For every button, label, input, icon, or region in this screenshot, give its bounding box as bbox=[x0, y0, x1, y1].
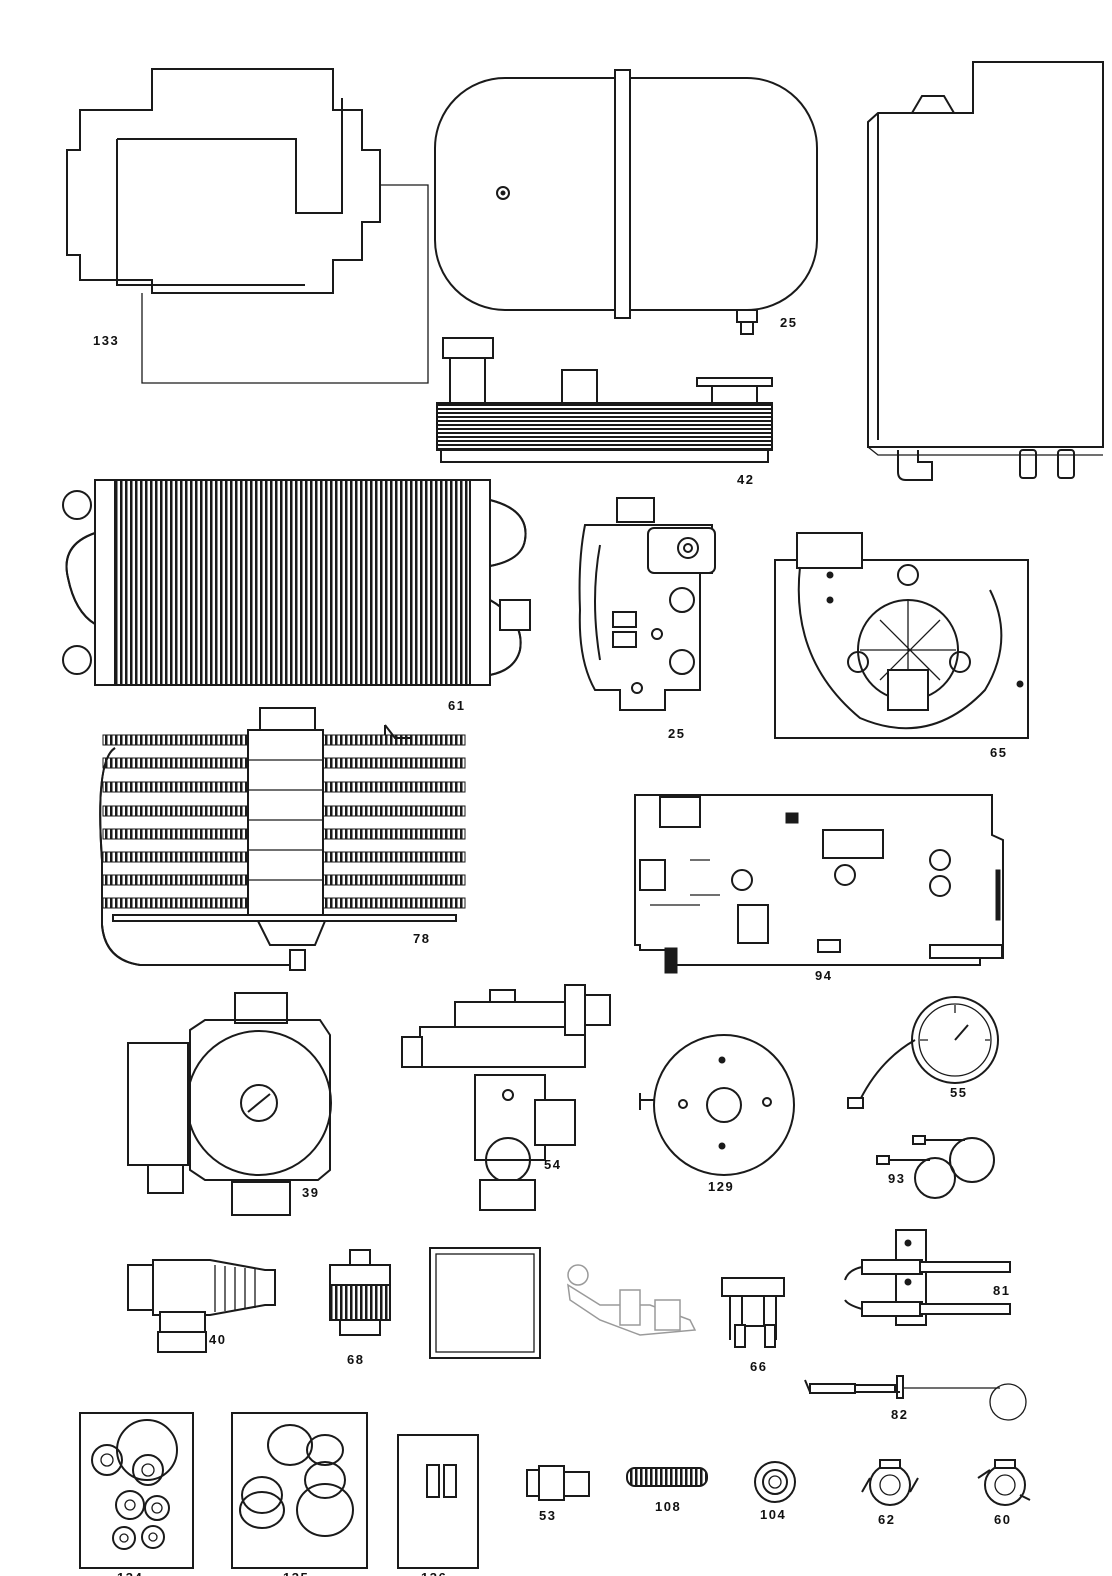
thermostat-62-drawing bbox=[861, 1459, 919, 1506]
part-labels: 133 25 42 61 25 65 78 94 39 54 129 55 93… bbox=[93, 315, 1011, 1576]
filter-108-drawing bbox=[626, 1467, 708, 1487]
plate-heat-exchanger-drawing bbox=[436, 337, 773, 463]
label-66: 66 bbox=[750, 1359, 767, 1374]
label-42: 42 bbox=[737, 472, 754, 487]
label-61-exchanger: 61 bbox=[448, 698, 465, 713]
label-136: 136 bbox=[421, 1570, 447, 1576]
label-39: 39 bbox=[302, 1185, 319, 1200]
secondary-heat-exchanger-drawing bbox=[99, 707, 466, 971]
air-vent-drawing bbox=[329, 1249, 391, 1336]
label-129: 129 bbox=[708, 1179, 734, 1194]
pressure-gauge-drawing bbox=[847, 996, 999, 1109]
label-134: 134 bbox=[117, 1570, 143, 1576]
label-53: 53 bbox=[539, 1508, 556, 1523]
main-heat-exchanger-drawing bbox=[62, 479, 531, 686]
safety-valve-drawing bbox=[127, 1259, 276, 1353]
label-135: 135 bbox=[283, 1570, 309, 1576]
gas-valve-drawing bbox=[578, 497, 716, 711]
circulation-pump-drawing bbox=[127, 992, 332, 1216]
label-54: 54 bbox=[544, 1157, 561, 1172]
fuse-kit-136-drawing bbox=[397, 1434, 479, 1569]
label-93: 93 bbox=[888, 1171, 905, 1186]
diverter-valve-drawing bbox=[401, 984, 611, 1211]
label-40: 40 bbox=[209, 1332, 226, 1347]
thermostat-60-drawing bbox=[977, 1459, 1031, 1506]
temperature-sensor-drawing bbox=[876, 1135, 995, 1199]
nut-104-drawing bbox=[754, 1461, 796, 1503]
flame-probe-drawing bbox=[804, 1375, 1027, 1421]
label-94: 94 bbox=[815, 968, 832, 983]
gasket-drawing bbox=[429, 1247, 541, 1359]
label-60: 60 bbox=[994, 1512, 1011, 1527]
label-68: 68 bbox=[347, 1352, 364, 1367]
label-25-tank: 25 bbox=[780, 315, 797, 330]
ignition-electrodes-drawing bbox=[844, 1229, 1011, 1326]
label-108: 108 bbox=[655, 1499, 681, 1514]
gas-inlet-assembly-drawing bbox=[567, 1264, 697, 1336]
washer-kit-134-drawing bbox=[79, 1412, 194, 1569]
electrode-bracket-drawing bbox=[721, 1277, 785, 1348]
label-81: 81 bbox=[993, 1283, 1010, 1298]
fan-assembly-drawing bbox=[774, 532, 1029, 739]
boiler-casing-drawing bbox=[867, 61, 1104, 481]
label-65: 65 bbox=[990, 745, 1007, 760]
oring-kit-135-drawing bbox=[231, 1412, 368, 1569]
fitting-53-drawing bbox=[526, 1465, 590, 1501]
label-104: 104 bbox=[760, 1507, 786, 1522]
control-board-drawing bbox=[634, 794, 1004, 974]
label-133: 133 bbox=[93, 333, 119, 348]
pressure-switch-drawing bbox=[639, 1034, 795, 1176]
label-25-valve: 25 bbox=[668, 726, 685, 741]
label-55: 55 bbox=[950, 1085, 967, 1100]
label-78: 78 bbox=[413, 931, 430, 946]
label-62: 62 bbox=[878, 1512, 895, 1527]
expansion-vessel-drawing bbox=[434, 69, 818, 335]
casing-panel-drawing bbox=[66, 68, 429, 384]
label-82: 82 bbox=[891, 1407, 908, 1422]
